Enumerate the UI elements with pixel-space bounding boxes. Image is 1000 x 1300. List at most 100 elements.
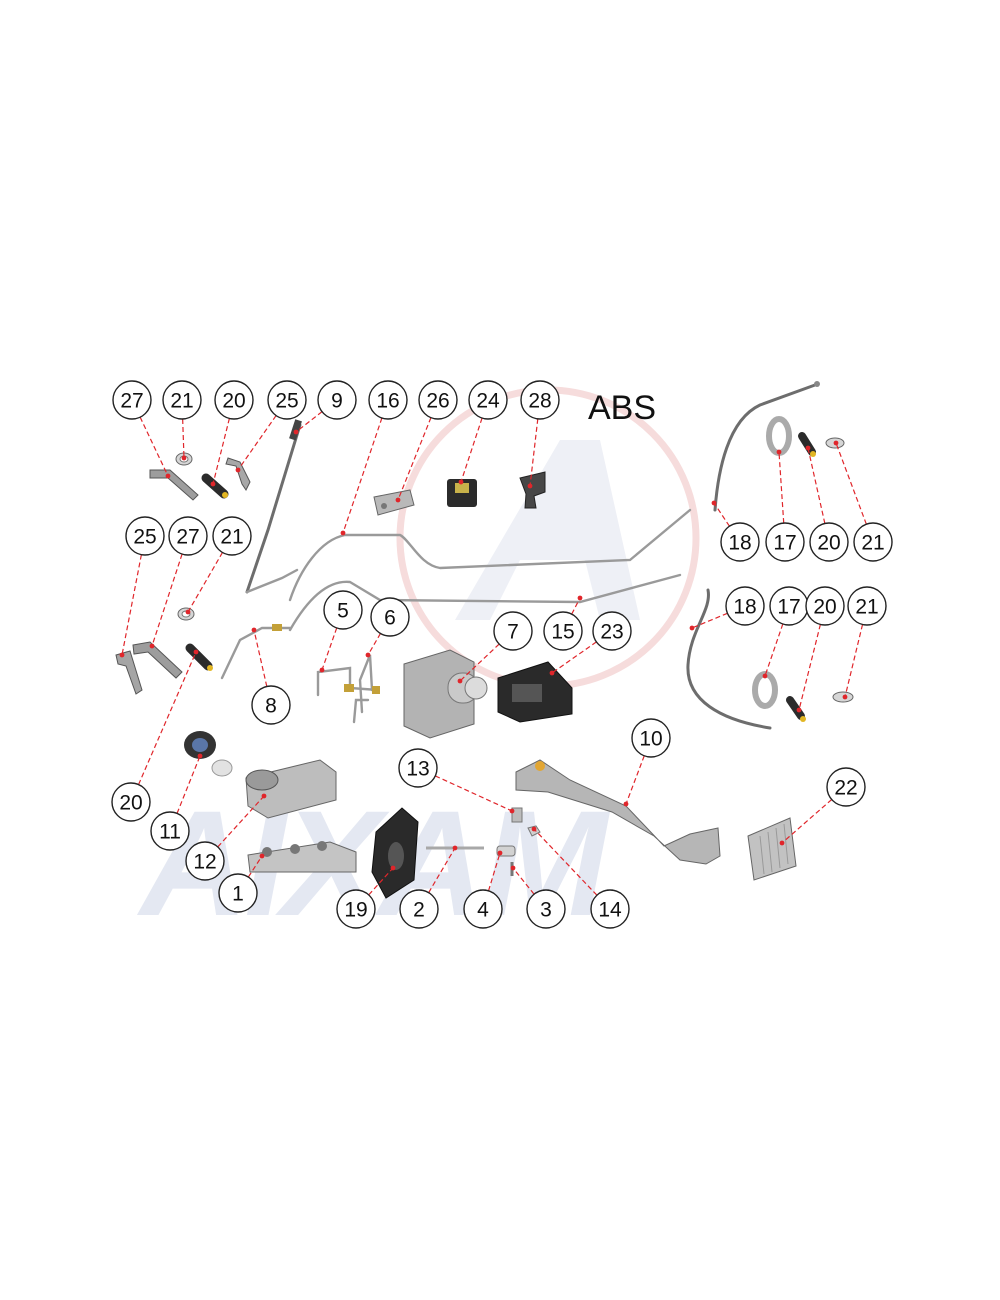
callout-1: 1 [218,873,258,913]
callout-number: 19 [344,899,367,922]
leader-line [798,624,821,711]
callout-circle [765,522,805,562]
leader-endpoint [510,865,516,871]
callout-number: 2 [413,899,425,922]
leader-endpoint [261,793,267,799]
leader-line [551,641,597,674]
callout-number: 4 [477,899,489,922]
callout-number: 3 [540,899,552,922]
leader-endpoint [149,643,155,649]
leader-line [217,795,265,848]
callout-circle [267,380,307,420]
bracket-part [149,469,199,501]
leader-endpoint [452,845,458,851]
leader-endpoint [497,850,503,856]
callout-circle [399,889,439,929]
callout-3: 3 [526,889,566,929]
callout-number: 9 [331,390,343,413]
leader-endpoint [776,449,782,455]
callout-circle [398,748,438,788]
callout-circle [520,380,560,420]
leader-endpoint [577,595,583,601]
wheel-sensor-part [201,473,229,499]
leader-line [460,417,483,483]
callout-11: 11 [150,811,190,851]
callout-circle [212,516,252,556]
leader-line [512,867,535,895]
callout-circle [125,516,165,556]
leader-line [807,447,826,524]
callout-21: 21 [853,522,893,562]
brake-pedal-part [515,759,721,865]
callout-13: 13 [398,748,438,788]
callout-number: 17 [773,532,796,555]
callout-number: 14 [598,899,622,922]
abs-module-part [447,479,477,507]
brake-pipe-bundle-part [316,654,380,724]
callout-circle [418,380,458,420]
leader-line [212,418,230,485]
callout-number: 16 [376,390,399,413]
leader-lines [119,411,867,896]
callout-circle [720,522,760,562]
leader-line [182,418,185,459]
bracket-part [115,650,143,695]
callout-20: 20 [111,782,151,822]
callout-circle [809,522,849,562]
pedal-pad-part [747,817,797,881]
callout-circle [218,873,258,913]
callout-27: 27 [168,516,208,556]
leader-line [459,643,500,682]
callout-25: 25 [125,516,165,556]
callout-number: 8 [265,695,277,718]
callout-14: 14 [590,889,630,929]
callout-12: 12 [185,841,225,881]
callout-circle [826,767,866,807]
callout-circle [368,380,408,420]
callout-number: 20 [222,390,245,413]
callout-26: 26 [418,380,458,420]
callout-8: 8 [251,685,291,725]
brake-pipe-part [288,508,692,602]
reluctor-ring-part [752,671,778,709]
leader-line [397,417,432,501]
callout-5: 5 [323,590,363,630]
callout-circle [185,841,225,881]
callout-15: 15 [543,611,583,651]
leader-endpoint [365,652,371,658]
callout-number: 21 [861,532,884,555]
leader-line [529,418,539,487]
leader-endpoint [395,497,401,503]
leader-line [625,755,645,805]
clip-part [177,607,195,621]
leader-line [844,624,864,698]
abs-hydraulic-unit-part [403,649,488,739]
wheel-sensor-part [786,696,806,722]
callout-18: 18 [720,522,760,562]
reluctor-ring-part [766,416,792,456]
callout-number: 18 [728,532,751,555]
leader-line [691,612,728,629]
leader-line [835,442,867,525]
callout-number: 20 [119,792,142,815]
callout-circle [168,516,208,556]
callout-9: 9 [317,380,357,420]
callout-circle [112,380,152,420]
callout-number: 7 [507,621,519,644]
leader-endpoint [259,853,265,859]
leader-endpoint [762,673,768,679]
callout-circle [847,586,887,626]
leader-line [367,633,381,656]
leader-line [428,847,456,893]
callout-number: 27 [176,526,199,549]
callout-19: 19 [336,889,376,929]
leader-line [247,855,263,878]
bracket-part [373,489,415,516]
reservoir-part [245,759,337,819]
callout-17: 17 [769,586,809,626]
callout-number: 11 [159,821,181,844]
leader-line [487,852,501,891]
leader-endpoint [319,667,325,673]
master-cylinder-part [247,841,357,873]
